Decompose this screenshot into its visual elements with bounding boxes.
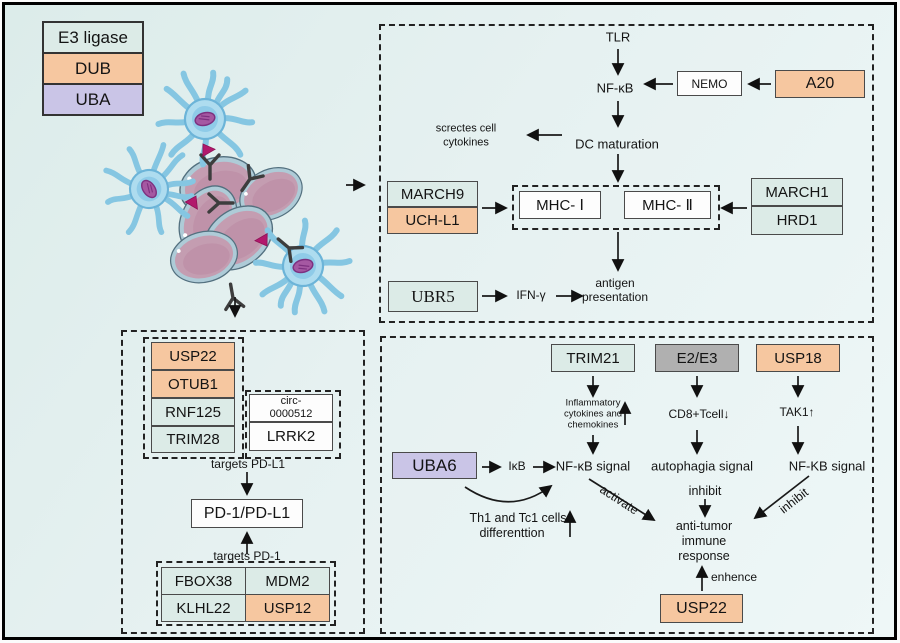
node-trim28: TRIM28	[151, 426, 235, 453]
node-usp18: USP18	[756, 344, 840, 372]
group-pdl1-targeting-enzymes	[143, 337, 244, 459]
antigen-triangle-icon	[254, 230, 271, 247]
node-march9: MARCH9	[387, 181, 478, 207]
node-a20: A20	[775, 70, 865, 98]
node-usp22-pdl1: USP22	[151, 342, 235, 370]
label-nfkb-signal: NF-κB signal	[555, 458, 631, 474]
label-inhibit-mid: inhibit	[688, 483, 722, 498]
label-th1-tc1-2: differenttion	[479, 525, 545, 540]
node-nemo: NEMO	[677, 71, 742, 96]
antibody-icon	[270, 230, 305, 264]
label-enhence: enhence	[710, 570, 758, 585]
antigen-triangle-icon	[184, 195, 200, 213]
node-circ-0000512: circ- 0000512	[249, 394, 333, 422]
node-lrrk2: LRRK2	[249, 422, 333, 451]
panel-antitumor-response	[380, 336, 874, 634]
node-otub1: OTUB1	[151, 370, 235, 398]
label-autophagia-signal: autophagia signal	[651, 458, 753, 474]
dendritic-cell-icon	[99, 139, 200, 240]
label-secretes-cytokines-2: cytokines	[443, 136, 489, 149]
node-trim21: TRIM21	[551, 344, 635, 372]
antibody-icon	[199, 153, 221, 181]
circ-line2: 0000512	[269, 408, 313, 420]
label-secretes-cytokines-1: screctes cell	[435, 122, 497, 135]
tumor-cell-cluster	[165, 149, 311, 290]
node-mdm2: MDM2	[245, 567, 330, 595]
node-usp12: USP12	[245, 594, 330, 622]
group-mhc	[512, 185, 720, 230]
label-tak1: TAK1↑	[779, 405, 815, 420]
antigen-triangle-icon	[199, 143, 216, 160]
legend: E3 ligase DUB UBA	[42, 21, 144, 116]
label-antitumor-1: anti-tumor	[675, 518, 733, 533]
node-rnf125: RNF125	[151, 398, 235, 426]
label-tlr: TLR	[605, 29, 631, 45]
panel-pd1-pdl1	[121, 330, 365, 634]
circ-line1: circ-	[280, 394, 302, 407]
dendritic-cell-icon	[153, 65, 260, 172]
label-th1-tc1-1: Th1 and Tc1 cells	[469, 510, 567, 525]
label-targets-pd1: targets PD-1	[213, 549, 281, 564]
antibody-icon	[220, 280, 246, 312]
node-mhc1: MHC- Ⅰ	[519, 191, 601, 219]
node-usp22-response: USP22	[660, 594, 743, 623]
label-targets-pdl1: targets PD-L1	[210, 457, 286, 472]
node-ubr5: UBR5	[388, 281, 478, 312]
node-pd1-pdl1: PD-1/PD-L1	[191, 499, 303, 528]
label-antitumor-2: immune	[681, 533, 727, 548]
group-circ-lrrk2	[245, 390, 341, 459]
dendritic-cell-icon	[249, 214, 356, 321]
antibodies	[184, 143, 305, 312]
node-march1: MARCH1	[751, 178, 843, 206]
node-uba6: UBA6	[392, 452, 477, 479]
label-cd8-tcell: CD8+Tcell↓	[668, 407, 730, 422]
node-klhl22: KLHL22	[161, 594, 246, 622]
label-dc-maturation: DC maturation	[575, 136, 659, 152]
antibody-icon	[232, 163, 265, 198]
label-antigen-presentation-2: presentation	[581, 290, 649, 305]
antibody-icon	[207, 192, 235, 214]
node-mhc2: MHC- Ⅱ	[624, 191, 711, 219]
group-pd1-targeting-enzymes	[156, 561, 336, 626]
node-fbox38: FBOX38	[161, 567, 246, 595]
node-e2e3: E2/E3	[655, 344, 739, 372]
legend-uba: UBA	[44, 85, 142, 114]
label-inflammatory-cytokines: Inflammatory cytokines and chemokines	[563, 397, 623, 431]
legend-e3-ligase: E3 ligase	[44, 23, 142, 54]
label-ifn-gamma: IFN-γ	[516, 288, 546, 303]
label-antitumor-3: response	[678, 548, 730, 563]
label-nfkb-signal-2: NF-KB signal	[788, 458, 866, 474]
node-uchl1: UCH-L1	[387, 207, 478, 234]
label-ikb: IκB	[508, 459, 526, 474]
label-nfkb: NF-κB	[596, 80, 634, 96]
panel-antigen-presentation	[379, 24, 874, 323]
node-hrd1: HRD1	[751, 206, 843, 235]
label-antigen-presentation-1: antigen	[595, 276, 635, 291]
legend-dub: DUB	[44, 54, 142, 85]
